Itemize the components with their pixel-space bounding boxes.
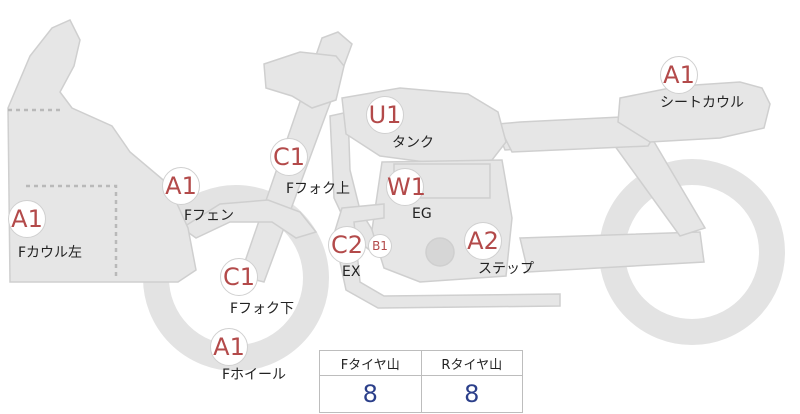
- front-cowl: [7, 19, 197, 283]
- part-label: EG: [412, 206, 432, 222]
- damage-code-badge: A1: [8, 200, 46, 238]
- damage-code-badge: A1: [210, 328, 248, 366]
- part-label: Fホイール: [222, 367, 287, 383]
- damage-code-badge: C2: [328, 226, 366, 264]
- part-label: Fフォク上: [286, 181, 351, 197]
- damage-code-badge: U1: [366, 96, 404, 134]
- exhaust-pipe: [333, 203, 561, 309]
- damage-code-badge: B1: [368, 234, 392, 258]
- front-tire-header: Fタイヤ山: [319, 350, 422, 376]
- part-label: Fフェン: [184, 208, 235, 224]
- engine-cover: [425, 237, 455, 267]
- cowl-divider-lower: [26, 184, 118, 280]
- part-label: EX: [342, 264, 361, 280]
- part-label: タンク: [392, 135, 434, 151]
- front-fender: [180, 199, 318, 239]
- damage-code-badge: A1: [660, 56, 698, 94]
- front-tire-value: 8: [319, 375, 422, 413]
- swing-arm: [519, 231, 705, 273]
- part-label: ステップ: [478, 261, 534, 277]
- damage-code-badge: A2: [464, 222, 502, 260]
- damage-code-badge: A1: [162, 167, 200, 205]
- tire-tread-table: Fタイヤ山 Rタイヤ山 8 8: [319, 350, 523, 413]
- damage-code-badge: C1: [270, 138, 308, 176]
- part-label: Fフォク下: [230, 301, 295, 317]
- damage-code-badge: C1: [220, 258, 258, 296]
- fuel-tank-shape: [341, 87, 507, 165]
- rear-tire-value: 8: [420, 375, 523, 413]
- part-label: シートカウル: [660, 95, 744, 111]
- part-label: Fカウル左: [18, 245, 83, 261]
- damage-code-badge: W1: [386, 168, 426, 206]
- seat-cowl-shape: [617, 81, 771, 143]
- handlebar: [263, 51, 345, 109]
- rear-tire-header: Rタイヤ山: [420, 350, 523, 376]
